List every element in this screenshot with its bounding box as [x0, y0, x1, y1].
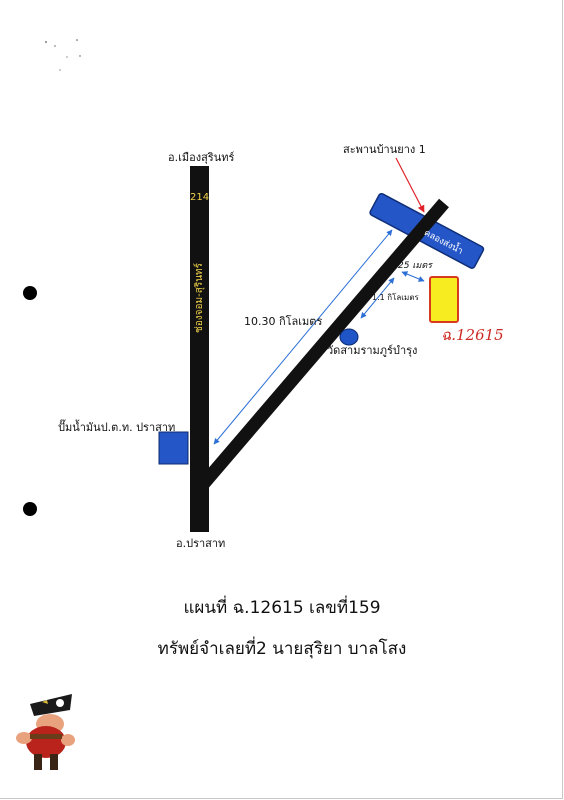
route-number-label: 214 — [190, 192, 210, 203]
binder-hole-icon — [23, 286, 37, 300]
distance-arrow-short — [360, 277, 395, 319]
temple-label: วัดสามรามภูร์บำรุง — [327, 344, 418, 357]
temple-marker — [339, 328, 359, 346]
north-town-label: อ.เมืองสุรินทร์ — [168, 151, 235, 164]
distance-arrow-meters — [401, 271, 425, 282]
road-214-vertical — [190, 166, 209, 532]
binder-hole-icon — [23, 502, 37, 516]
distance-short-label: 1.1 กิโลเมตร — [372, 293, 419, 302]
distance-arrow-long — [213, 229, 393, 445]
scan-specks — [45, 39, 81, 71]
bridge-pointer-arrow-icon — [395, 157, 425, 213]
map-title-line2: ทรัพย์จำเลยที่2 นายสุริยา บาลโสง — [157, 639, 407, 659]
distance-meters-label: 25 เมตร — [398, 261, 433, 271]
bridge-label: สะพานบ้านยาง 1 — [343, 143, 426, 156]
parcel-label: ฉ.12615 — [441, 326, 504, 344]
fuel-station-marker — [158, 431, 189, 465]
pirate-mascot-icon — [16, 694, 75, 770]
fuel-station-label: ปั๊มน้ำมันป.ต.ท. ปราสาท — [58, 421, 176, 434]
distance-long-label: 10.30 กิโลเมตร — [244, 315, 323, 328]
parcel-marker — [429, 276, 459, 323]
map-title-line1: แผนที่ ฉ.12615 เลขที่159 — [183, 598, 381, 618]
south-town-label: อ.ปราสาท — [176, 537, 226, 550]
road-name-label: ช่องจอม-สุรินทร์ — [194, 262, 205, 334]
